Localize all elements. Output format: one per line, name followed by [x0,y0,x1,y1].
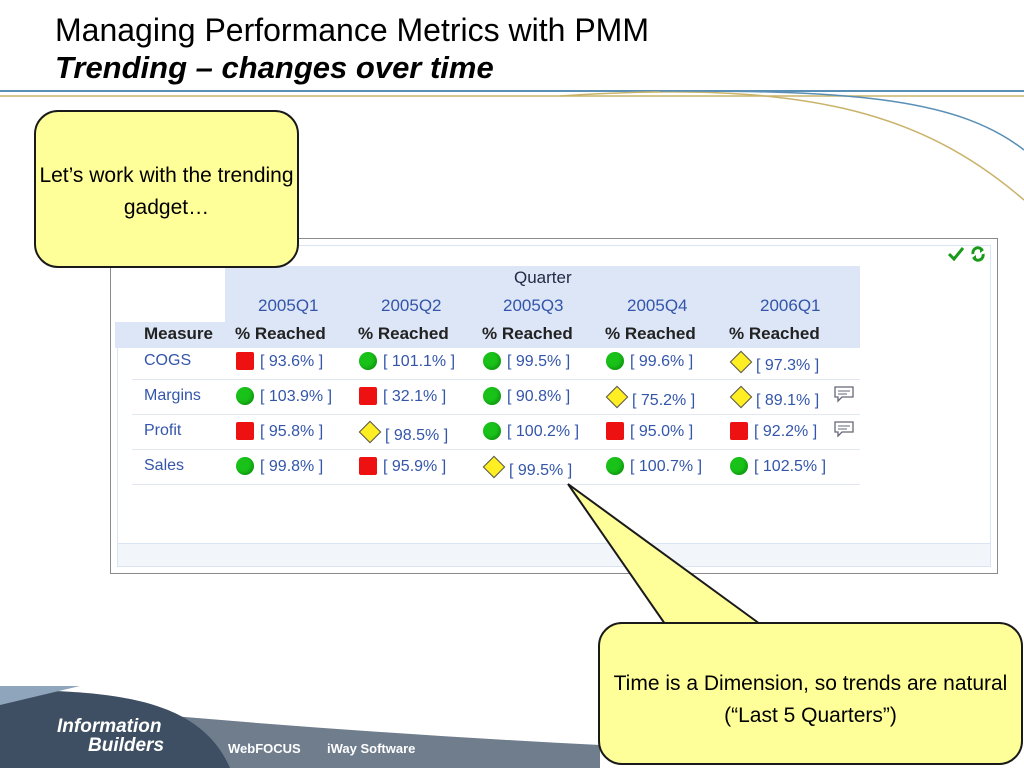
status-red-square-icon [359,387,377,405]
comment-icon[interactable] [833,385,855,403]
metric-value-link[interactable]: [ 75.2% ] [632,392,696,409]
status-red-square-icon [236,422,254,440]
quarter-header[interactable]: 2005Q2 [381,296,442,315]
metric-value-link[interactable]: [ 98.5% ] [385,427,449,444]
table-header-corner [115,266,225,322]
product-webfocus: WebFOCUS [228,741,301,756]
metric-value-link[interactable]: [ 103.9% ] [260,388,333,405]
metric-value-link[interactable]: [ 99.5% ] [509,462,573,479]
column-subheader: % Reached [729,324,820,343]
product-iway: iWay Software [327,741,416,756]
status-green-circle-icon [483,352,501,370]
checkmark-icon[interactable] [947,245,965,263]
callout-top-text: Let’s work with the trending gadget… [39,164,294,219]
status-red-square-icon [236,352,254,370]
metric-value-link[interactable]: [ 92.2% ] [754,423,818,440]
comment-icon[interactable] [833,420,855,438]
status-green-circle-icon [483,387,501,405]
row-divider [132,449,860,450]
logo-line2: Builders [88,735,165,756]
status-green-circle-icon [606,352,624,370]
gadget-footer-bar [118,543,990,566]
metric-value-link[interactable]: [ 101.1% ] [383,353,456,370]
metric-value-link[interactable]: [ 95.8% ] [260,423,324,440]
metric-value-link[interactable]: [ 90.8% ] [507,388,571,405]
metric-value-link[interactable]: [ 95.0% ] [630,423,694,440]
status-green-circle-icon [236,457,254,475]
status-green-circle-icon [236,387,254,405]
status-green-circle-icon [483,422,501,440]
metric-value-link[interactable]: [ 32.1% ] [383,388,447,405]
measure-header: Measure [144,324,213,343]
metric-value-link[interactable]: [ 99.8% ] [260,458,324,475]
metric-value-link[interactable]: [ 89.1% ] [756,392,820,409]
measure-name[interactable]: Profit [144,422,182,439]
quarter-header[interactable]: 2006Q1 [760,296,821,315]
column-subheader: % Reached [605,324,696,343]
status-red-square-icon [730,422,748,440]
callout-trending-gadget: Let’s work with the trending gadget… [34,110,299,268]
status-green-circle-icon [359,352,377,370]
status-green-circle-icon [730,457,748,475]
metric-value-link[interactable]: [ 102.5% ] [754,458,827,475]
column-subheader: % Reached [482,324,573,343]
column-subheader: % Reached [358,324,449,343]
row-divider [132,414,860,415]
row-divider [132,484,860,485]
measure-name[interactable]: COGS [144,352,192,369]
logo-line1: Information [57,716,162,737]
status-red-square-icon [606,422,624,440]
metric-value-link[interactable]: [ 93.6% ] [260,353,324,370]
quarter-header[interactable]: 2005Q1 [258,296,319,315]
callout-bottom-text: Time is a Dimension, so trends are natur… [613,672,1008,727]
measure-name[interactable]: Margins [144,387,201,404]
metric-value-link[interactable]: [ 99.5% ] [507,353,571,370]
metric-value-link[interactable]: [ 100.7% ] [630,458,703,475]
column-subheader: % Reached [235,324,326,343]
dimension-label: Quarter [514,268,572,287]
status-green-circle-icon [606,457,624,475]
metric-value-link[interactable]: [ 95.9% ] [383,458,447,475]
refresh-icon[interactable] [969,245,987,263]
status-red-square-icon [359,457,377,475]
callout-time-dimension: Time is a Dimension, so trends are natur… [598,622,1023,765]
slide-title: Managing Performance Metrics with PMM [55,12,649,48]
quarter-header[interactable]: 2005Q3 [503,296,564,315]
slide-subtitle: Trending – changes over time [55,50,494,85]
quarter-header[interactable]: 2005Q4 [627,296,688,315]
table-header-band [115,266,860,348]
metric-value-link[interactable]: [ 99.6% ] [630,353,694,370]
metric-value-link[interactable]: [ 100.2% ] [507,423,580,440]
metric-value-link[interactable]: [ 97.3% ] [756,357,820,374]
row-divider [132,379,860,380]
measure-name[interactable]: Sales [144,457,185,474]
